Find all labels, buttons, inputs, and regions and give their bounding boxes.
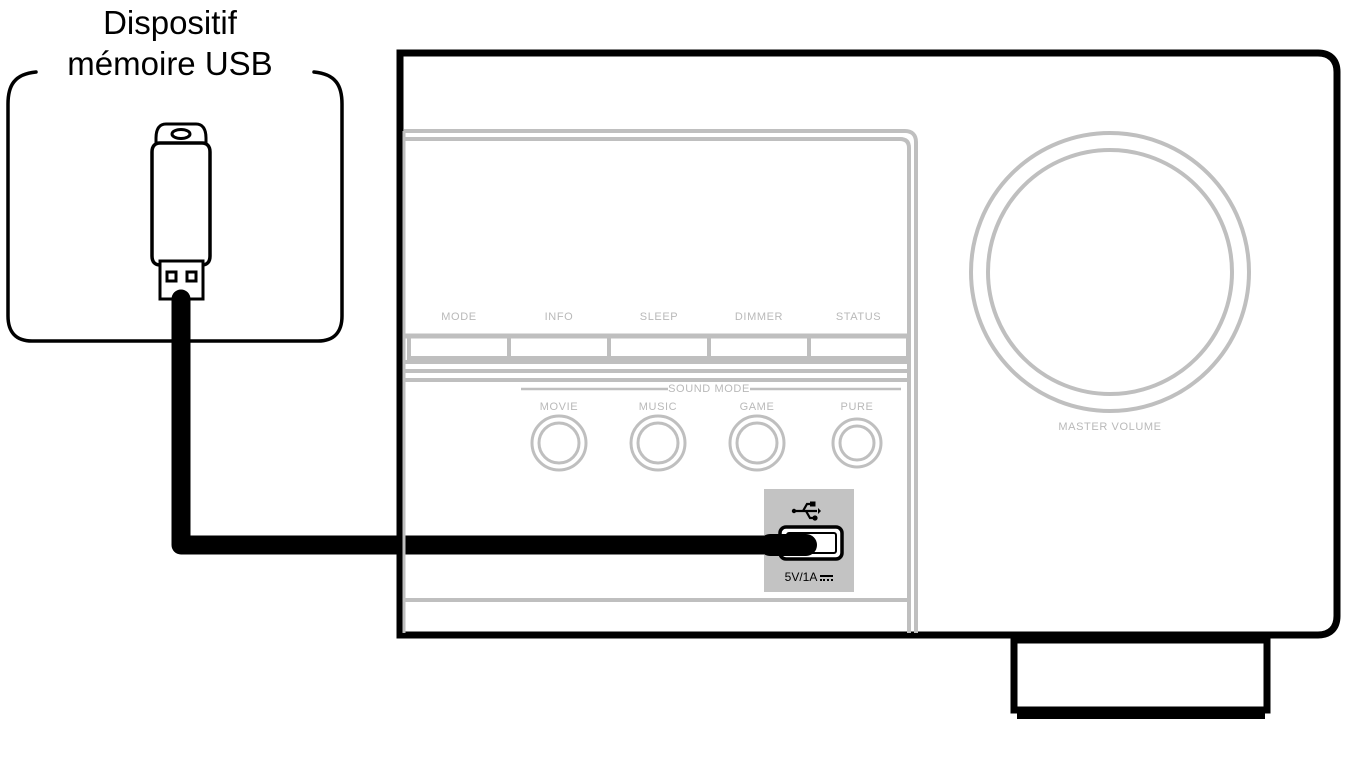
usb-rating-label: 5V/1A: [764, 570, 854, 584]
sound-mode-label-pure: PURE: [840, 401, 874, 413]
transport-label-status: STATUS: [835, 311, 882, 323]
usb-port-panel: [759, 489, 854, 592]
dc-symbol-icon: [820, 573, 834, 583]
sound-mode-knob-movie[interactable]: [530, 414, 588, 472]
sound-mode-knob-game[interactable]: [728, 414, 786, 472]
sound-mode-section-label: SOUND MODE: [668, 383, 750, 395]
device-label: Dispositif mémoire USB: [0, 2, 340, 84]
sound-mode-label-game: GAME: [739, 401, 775, 413]
master-volume-knob[interactable]: [969, 131, 1251, 413]
transport-label-mode: MODE: [441, 311, 477, 323]
transport-button-cell[interactable]: [707, 334, 811, 360]
sound-mode-knob-pure[interactable]: [831, 417, 883, 469]
transport-label-dimmer: DIMMER: [734, 311, 784, 323]
transport-button-cell[interactable]: [407, 334, 511, 360]
usb-trident-icon: [791, 501, 821, 521]
receiver-stand: [1010, 636, 1271, 719]
transport-button-cell[interactable]: [507, 334, 611, 360]
device-label-line2: mémoire USB: [67, 45, 273, 82]
transport-label-sleep: SLEEP: [639, 311, 679, 323]
master-volume-label: MASTER VOLUME: [1058, 421, 1162, 433]
transport-button-row: [404, 333, 910, 382]
transport-button-cell[interactable]: [607, 334, 711, 360]
usb-flash-drive-icon: [150, 122, 212, 301]
transport-label-info: INFO: [544, 311, 574, 323]
device-label-line1: Dispositif: [103, 4, 237, 41]
sound-mode-label-movie: MOVIE: [539, 401, 579, 413]
sound-mode-label-music: MUSIC: [638, 401, 678, 413]
usb-cable: [171, 289, 800, 555]
usb-rating-value: 5V/1A: [784, 570, 818, 584]
receiver-body: [396, 49, 1341, 639]
sound-mode-knob-music[interactable]: [629, 414, 687, 472]
sound-mode-knobs: [530, 414, 883, 472]
transport-button-cell[interactable]: [807, 334, 910, 360]
